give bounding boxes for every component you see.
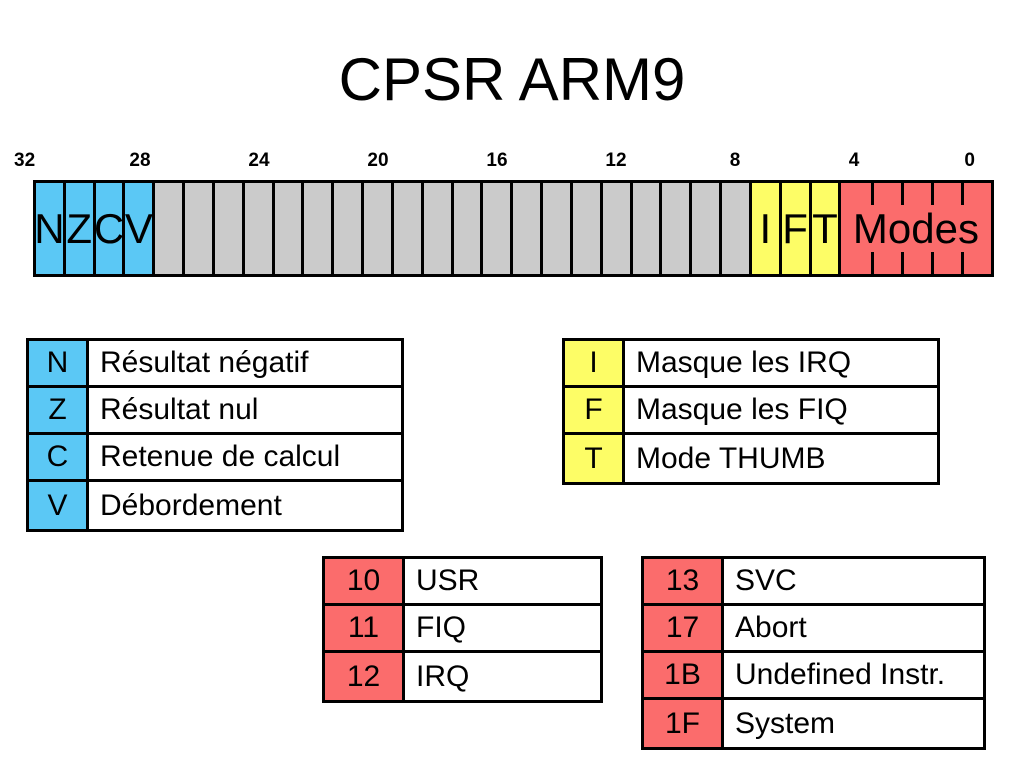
bit-tick-label-12: 12 xyxy=(605,150,627,171)
condition-flag-description: Résultat négatif xyxy=(100,346,309,379)
processor-mode-key: 17 xyxy=(644,606,724,650)
register-cell-reserved-5 xyxy=(185,183,215,274)
register-cell-reserved-13 xyxy=(423,183,454,274)
register-cell-reserved-4 xyxy=(155,183,186,274)
register-cell-reserved-18 xyxy=(572,183,603,274)
processor-mode-row: 13 SVC xyxy=(644,559,983,606)
register-cell-reserved-23 xyxy=(722,183,752,274)
interrupt-mask-row: T Mode THUMB xyxy=(565,435,937,482)
processor-mode-key: 11 xyxy=(325,606,405,650)
processor-mode-description: System xyxy=(735,706,836,740)
register-cell-t: T xyxy=(811,183,842,274)
page-title: CPSR ARM9 xyxy=(338,46,686,113)
register-cell-reserved-10 xyxy=(334,183,365,274)
processor-modes-legend-table-2: 13 SVC 17 Abort 1B Undefined Instr. 1F System xyxy=(641,556,986,750)
register-cell-i: I xyxy=(751,183,782,274)
interrupt-mask-row: I Masque les IRQ xyxy=(565,341,937,388)
condition-flag-key: Z xyxy=(29,388,89,432)
modes-bit-divider xyxy=(960,252,964,274)
processor-mode-row: 17 Abort xyxy=(644,606,983,653)
register-cell-n: N xyxy=(34,183,66,274)
interrupt-mask-row: F Masque les FIQ xyxy=(565,388,937,435)
interrupt-mask-key: I xyxy=(565,341,625,385)
condition-flag-key: V xyxy=(29,482,89,529)
register-cell-reserved-6 xyxy=(214,183,245,274)
bit-tick-label-32: 32 xyxy=(14,150,36,171)
register-cell-reserved-9 xyxy=(304,183,335,274)
register-cell-reserved-8 xyxy=(274,183,305,274)
register-cell-reserved-21 xyxy=(662,183,693,274)
condition-flag-description: Retenue de calcul xyxy=(100,440,341,473)
processor-mode-row: 1F System xyxy=(644,700,983,747)
modes-bit-divider xyxy=(901,183,905,205)
processor-modes-legend-table-1: 10 USR 11 FIQ 12 IRQ xyxy=(322,556,603,703)
register-cell-v: V xyxy=(125,183,156,274)
register-cell-reserved-20 xyxy=(632,183,663,274)
bit-tick-label-0: 0 xyxy=(964,150,975,171)
processor-mode-key: 10 xyxy=(325,559,405,603)
processor-mode-key: 1B xyxy=(644,653,724,697)
modes-bit-divider xyxy=(871,252,875,274)
condition-flag-row: C Retenue de calcul xyxy=(29,435,401,482)
register-cell-reserved-12 xyxy=(393,183,424,274)
bit-number-scale: 32 28 24 20 16 12 8 4 0 xyxy=(0,150,1024,176)
register-cell-reserved-22 xyxy=(692,183,723,274)
register-cell-c: C xyxy=(94,183,126,274)
register-cell-reserved-7 xyxy=(244,183,275,274)
modes-field-label: Modes xyxy=(852,204,979,252)
processor-mode-row: 11 FIQ xyxy=(325,606,600,653)
processor-mode-key: 1F xyxy=(644,700,724,747)
register-cell-z: Z xyxy=(65,183,96,274)
processor-mode-key: 13 xyxy=(644,559,724,603)
register-cell-reserved-15 xyxy=(483,183,514,274)
processor-mode-description: FIQ xyxy=(416,611,466,644)
processor-mode-description: IRQ xyxy=(416,659,470,693)
processor-mode-description: USR xyxy=(416,564,480,597)
condition-flag-description: Débordement xyxy=(100,488,282,522)
modes-bit-divider xyxy=(871,183,875,205)
register-cell-reserved-17 xyxy=(543,183,573,274)
processor-mode-description: SVC xyxy=(735,564,797,597)
processor-mode-description: Abort xyxy=(735,611,807,644)
bit-tick-label-20: 20 xyxy=(367,150,389,171)
processor-mode-key: 12 xyxy=(325,653,405,700)
processor-mode-row: 10 USR xyxy=(325,559,600,606)
modes-bit-divider xyxy=(930,183,934,205)
interrupt-mask-key: T xyxy=(565,435,625,482)
bit-tick-label-28: 28 xyxy=(129,150,151,171)
bit-tick-label-16: 16 xyxy=(486,150,508,171)
register-cell-reserved-14 xyxy=(453,183,484,274)
register-cell-reserved-16 xyxy=(513,183,544,274)
register-cell-reserved-19 xyxy=(602,183,633,274)
condition-flag-row: V Débordement xyxy=(29,482,401,529)
interrupt-mask-key: F xyxy=(565,388,625,432)
processor-mode-row: 12 IRQ xyxy=(325,653,600,700)
interrupt-mask-description: Mode THUMB xyxy=(636,441,826,475)
interrupt-mask-description: Masque les FIQ xyxy=(636,393,848,426)
condition-flag-key: C xyxy=(29,435,89,479)
interrupt-masks-legend-table: I Masque les IRQ F Masque les FIQ T Mode THUM… xyxy=(562,338,940,485)
condition-flag-key: N xyxy=(29,341,89,385)
condition-flag-row: N Résultat négatif xyxy=(29,341,401,388)
bit-tick-label-4: 4 xyxy=(848,150,860,171)
register-cell-reserved-11 xyxy=(364,183,394,274)
modes-bit-divider xyxy=(960,183,964,205)
modes-bit-divider xyxy=(901,252,905,274)
processor-mode-description: Undefined Instr. xyxy=(735,658,946,691)
condition-flag-row: Z Résultat nul xyxy=(29,388,401,435)
bit-tick-label-8: 8 xyxy=(729,150,741,171)
interrupt-mask-description: Masque les IRQ xyxy=(636,346,852,379)
register-cell-f: F xyxy=(781,183,812,274)
modes-bit-divider xyxy=(930,252,934,274)
register-field-modes: Modes xyxy=(841,183,991,274)
bit-tick-label-24: 24 xyxy=(248,150,270,171)
processor-mode-row: 1B Undefined Instr. xyxy=(644,653,983,700)
condition-flag-description: Résultat nul xyxy=(100,393,259,426)
